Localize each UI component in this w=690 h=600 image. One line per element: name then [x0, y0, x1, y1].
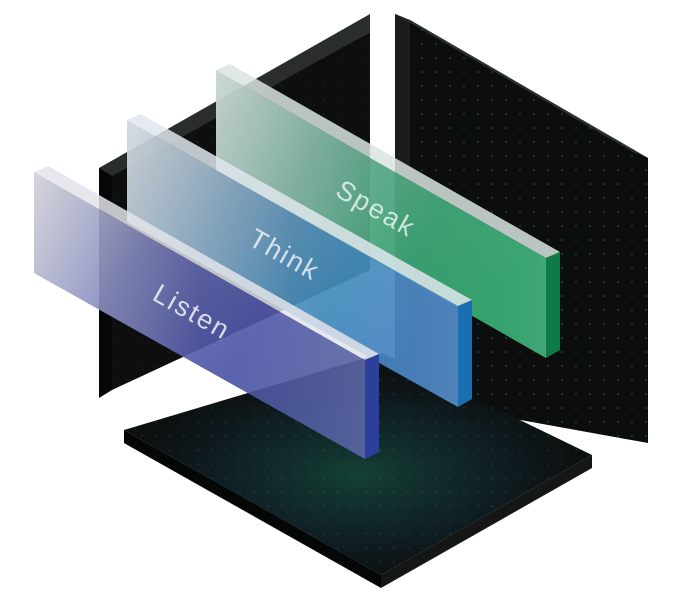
think-panel: Think: [127, 114, 472, 407]
floor-board: [124, 353, 592, 588]
speak-panel: Speak: [216, 64, 560, 358]
listen-panel: Listen: [34, 166, 379, 459]
